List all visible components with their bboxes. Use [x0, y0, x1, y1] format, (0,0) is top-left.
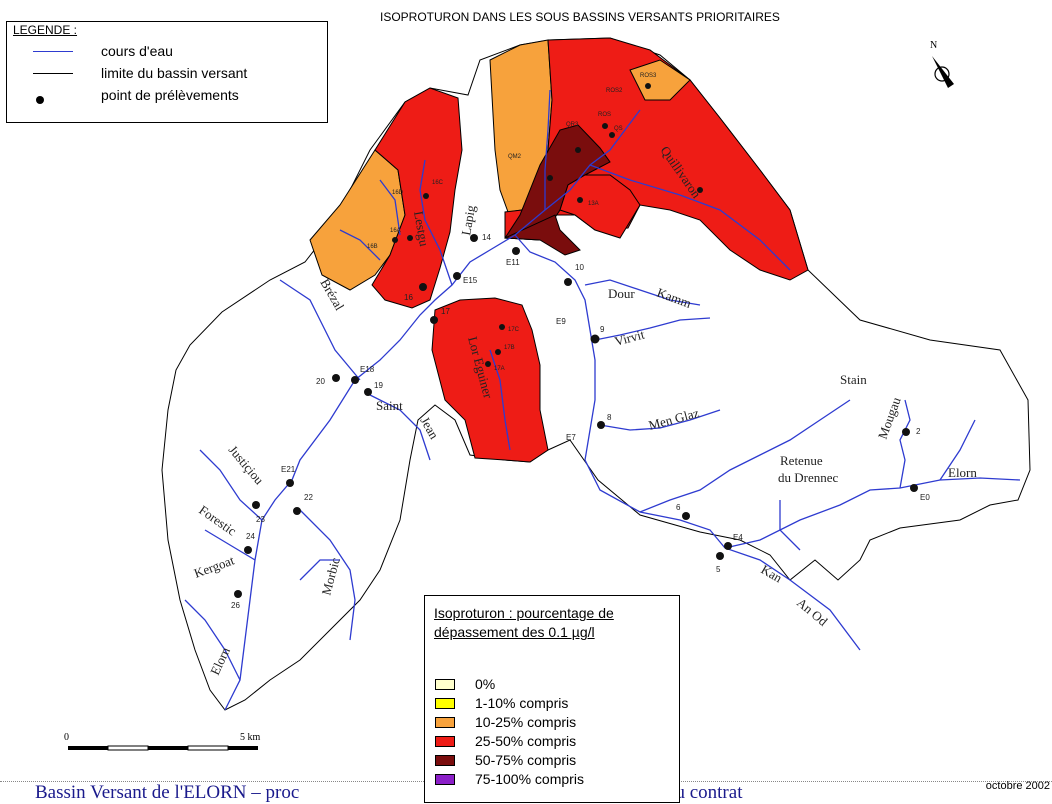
class-label: 0%	[475, 676, 496, 692]
river-label: Lapig	[458, 204, 478, 237]
reservoir-label: Retenue	[780, 453, 823, 468]
legend-item-label: limite du bassin versant	[101, 65, 248, 81]
subpoint-label: 16A	[390, 228, 401, 234]
subpoint-labels: QM2 QR3 QS ROS ROS2 ROS3 13A 16B 16A 16C…	[367, 73, 657, 372]
concentration-legend: Isoproturon : pourcentage de dépassement…	[424, 595, 680, 803]
class-swatch	[435, 755, 455, 766]
class-label: 75-100% compris	[475, 771, 584, 787]
point-label: 2	[916, 427, 921, 436]
subbasin-e11	[504, 214, 581, 256]
legend-item-sampling: point de prélèvements	[7, 86, 327, 106]
map-title: ISOPROTURON DANS LES SOUS BASSINS VERSAN…	[380, 10, 780, 24]
class-swatch	[435, 698, 455, 709]
sampling-points	[234, 83, 918, 598]
scale-start-label: 0	[64, 732, 69, 743]
point-label: E7	[566, 433, 576, 442]
subpoint-label: 13A	[588, 201, 599, 207]
river-label: Jean	[417, 414, 442, 442]
north-arrow: N	[920, 40, 960, 100]
north-label: N	[930, 40, 938, 51]
river-label: An Od	[794, 595, 831, 629]
subpoint-label: 16C	[432, 180, 444, 186]
point-label: 8	[607, 413, 612, 422]
river-network	[184, 89, 1021, 711]
subpoint-label: QS	[614, 126, 623, 132]
river-label: Lestgu	[411, 210, 432, 248]
legend-item-boundary: limite du bassin versant	[7, 64, 327, 84]
class-label: 25-50% compris	[475, 733, 577, 749]
point-label: 9	[600, 325, 605, 334]
legend-title: LEGENDE :	[13, 23, 78, 37]
class-label: 10-25% compris	[475, 714, 577, 730]
river-label: Dour	[608, 286, 635, 301]
class-row: 10-25% compris	[435, 714, 675, 732]
class-swatch	[435, 717, 455, 728]
point-label: E4	[733, 533, 743, 542]
point-label: 20	[316, 377, 325, 386]
subpoint-label: ROS2	[606, 88, 623, 94]
point-label: 22	[304, 493, 313, 502]
point-label: E11	[506, 258, 520, 267]
point-label: E21	[281, 465, 296, 474]
scale-graphic	[68, 745, 258, 751]
class-row: 0%	[435, 676, 675, 694]
scale-end-label: 5 km	[240, 732, 261, 743]
subpoint-label: ROS	[598, 112, 611, 118]
reservoir-label: du Drennec	[778, 470, 839, 485]
subbasin-ros3	[629, 59, 691, 101]
subpoint-label: ROS3	[640, 73, 657, 79]
point-label: 17	[441, 307, 450, 316]
class-label: 50-75% compris	[475, 752, 577, 768]
class-swatch	[435, 736, 455, 747]
point-label: E9	[556, 317, 566, 326]
river-label: Elorn	[948, 465, 977, 480]
point-label: 16	[404, 293, 413, 302]
class-row: 75-100% compris	[435, 771, 675, 789]
boundary-line-icon	[33, 73, 73, 74]
subpoint-label: 17B	[504, 345, 515, 351]
footer-date: octobre 2002	[985, 780, 1050, 792]
point-label: E0	[920, 493, 930, 502]
point-label: 23	[256, 515, 265, 524]
class-row: 1-10% compris	[435, 695, 675, 713]
point-label: 26	[231, 601, 240, 610]
dot-icon	[36, 96, 44, 104]
point-label: 6	[676, 503, 681, 512]
point-label: 14	[482, 233, 491, 242]
subpoint-label: 17C	[508, 327, 520, 333]
river-line-icon	[33, 51, 73, 52]
point-label: 5	[716, 565, 721, 574]
legend-item-river: cours d'eau	[7, 42, 327, 62]
point-label: E18	[360, 365, 375, 374]
legend-item-label: point de prélèvements	[101, 87, 239, 103]
river-label: Saint	[376, 398, 403, 413]
point-label: 10	[575, 263, 584, 272]
subpoint-label: 16D	[392, 190, 404, 196]
compass-icon	[932, 56, 954, 88]
class-swatch	[435, 774, 455, 785]
point-labels: 14 E11 E15 10 9 E9 16 17 E18 20 19 8 E7 …	[231, 233, 930, 610]
subbasin-17	[431, 297, 549, 463]
subpoint-label: QM2	[508, 154, 522, 160]
class-row: 25-50% compris	[435, 733, 675, 751]
concentration-legend-title: Isoproturon : pourcentage de dépassement…	[434, 605, 614, 640]
subpoint-label: 17A	[494, 366, 505, 372]
footer-text-start: Bassin Versant de l'ELORN – proc	[35, 782, 300, 803]
legend-item-label: cours d'eau	[101, 43, 173, 59]
point-label: E15	[463, 276, 478, 285]
river-label: Stain	[840, 372, 867, 387]
point-label: 19	[374, 381, 383, 390]
class-label: 1-10% compris	[475, 695, 569, 711]
class-row: 50-75% compris	[435, 752, 675, 770]
scale-bar: 0 5 km	[62, 732, 282, 762]
subpoint-label: QR3	[566, 122, 579, 128]
subpoint-label: 16B	[367, 244, 378, 250]
subbasin-13a	[559, 174, 641, 239]
subbasin-16	[371, 87, 463, 309]
class-swatch	[435, 679, 455, 690]
map-legend: LEGENDE : cours d'eau limite du bassin v…	[6, 21, 328, 123]
point-label: 24	[246, 532, 255, 541]
